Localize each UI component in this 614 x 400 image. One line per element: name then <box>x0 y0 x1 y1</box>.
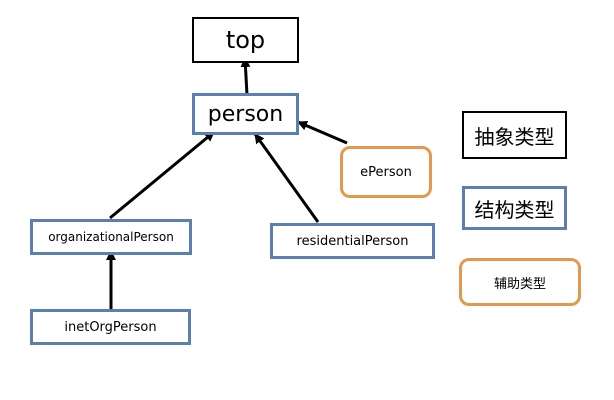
legend-structural-label: 结构类型 <box>474 197 555 222</box>
node-residentialperson-label: residentialPerson <box>296 233 409 249</box>
node-inetorgperson-label: inetOrgPerson <box>64 319 157 335</box>
node-residentialperson: residentialPerson <box>270 223 435 259</box>
legend-abstract-label: 抽象类型 <box>474 124 555 149</box>
node-top-label: top <box>225 26 266 54</box>
legend-structural: 结构类型 <box>462 186 567 230</box>
legend-abstract: 抽象类型 <box>462 111 567 159</box>
node-eperson: ePerson <box>340 146 432 198</box>
node-eperson-label: ePerson <box>360 164 412 180</box>
legend-auxiliary: 辅助类型 <box>459 258 581 306</box>
node-top: top <box>192 17 299 63</box>
node-person-label: person <box>207 101 284 127</box>
edge-residentialperson-to-person <box>253 133 320 223</box>
edge-person-to-top <box>240 57 251 96</box>
legend-auxiliary-label: 辅助类型 <box>493 276 546 292</box>
edge-organizationalperson-to-person <box>109 130 215 220</box>
node-organizationalperson: organizationalPerson <box>30 219 192 255</box>
edge-eperson-to-person <box>297 120 348 145</box>
node-inetorgperson: inetOrgPerson <box>30 309 191 345</box>
node-organizationalperson-label: organizationalPerson <box>48 230 174 244</box>
node-person: person <box>192 93 299 135</box>
